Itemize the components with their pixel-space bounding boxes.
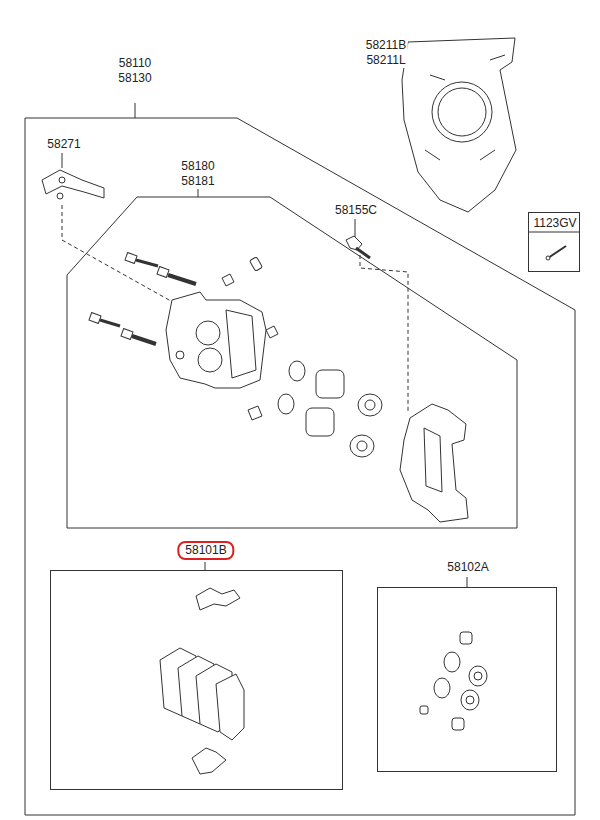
part-number: 58110 58130 [116,56,153,86]
part-number: 58155C [333,203,379,218]
dust-shield [402,38,516,212]
outline-path [25,118,575,815]
pad-clip [196,588,240,610]
part-number: 58271 [45,137,82,152]
caliper-body [166,292,266,388]
screw-icon [546,256,550,260]
shield-hole [432,82,492,142]
outline-shape [25,118,575,815]
caliper-bolts [89,253,278,420]
caliper-bore [198,348,222,372]
bracket-hole [59,177,65,183]
part-number: 58211B 58211L [364,38,408,68]
piston [316,370,344,398]
outline-shape [67,197,517,528]
hose-bracket [42,170,104,198]
pad-clip [192,748,226,774]
piston [306,408,334,436]
part-number: 58101B [177,541,234,560]
guide-line [360,255,408,412]
part-number: 1123GV [531,216,578,231]
screw-icon [548,246,566,258]
caliper-bore [196,321,220,345]
dust-boot [350,435,374,457]
carrier-slot [424,428,442,492]
dust-boot [357,441,367,451]
shield-ribs [425,55,505,160]
piston-seal [278,394,294,414]
dust-boot [358,394,382,416]
assembly-outline: 58110 5813058180 5818158101B58102A [25,118,575,815]
part-number: 58180 58181 [179,159,216,189]
leader-line [467,577,468,587]
seal-kit-box: 58102A [377,587,557,772]
bracket-hole [57,193,63,199]
leader-line [205,562,206,570]
caliper-ribs [226,310,256,378]
bolt-box: 1123GV [528,212,580,272]
guide-line [62,205,178,305]
brake-pad [216,674,244,740]
leader-line [355,219,356,238]
leader-line [62,153,63,168]
caliper-carrier [400,404,468,522]
dust-boot [365,400,375,410]
caliper-outline: 58180 58181 [67,197,517,528]
outline-path [67,197,517,528]
leader-line [135,103,136,118]
seal-kit-parts [420,632,487,730]
pad-kit-box: 58101B [50,570,343,790]
piston-seal [289,361,305,381]
caliper-port [176,351,184,359]
shield-hole [438,88,486,136]
bolt-shank [356,248,370,258]
box-divider [528,232,580,233]
part-number: 58102A [445,560,490,575]
bolt-head [346,236,362,250]
